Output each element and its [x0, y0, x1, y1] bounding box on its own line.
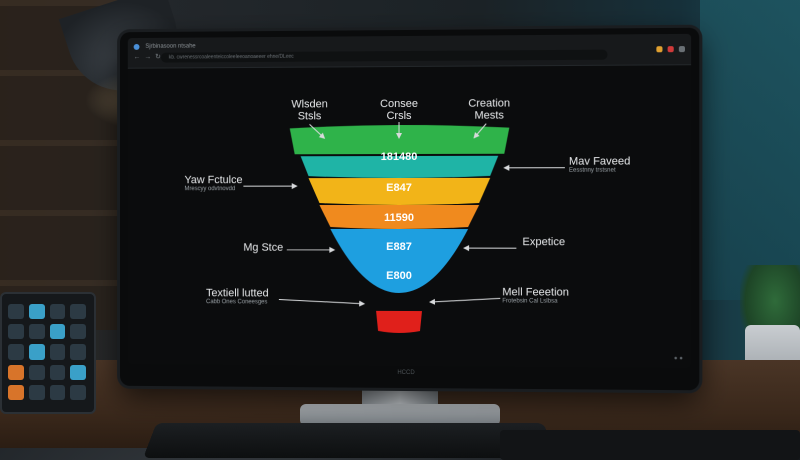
address-bar[interactable]: kb. cwrenessrcoaleenteiccoleeleeoanoaeee… [161, 50, 607, 63]
tablet-device [0, 292, 96, 414]
stage-value-1: 181480 [349, 151, 449, 163]
stage-value-2: E847 [349, 182, 449, 194]
callout-arrow-8 [279, 299, 364, 303]
keyboard [143, 423, 557, 458]
screen-corner-dots: ● ● [674, 356, 683, 362]
extension-icon[interactable] [656, 46, 662, 52]
browser-toolbar: Sjrbinasoon ntsahe ← → ↻ kb. cwrenessrco… [128, 34, 691, 69]
stage-value-3: 11590 [349, 212, 449, 224]
tablet-app-grid [8, 304, 86, 400]
menu-icon[interactable] [679, 46, 685, 52]
monitor-screen: Sjrbinasoon ntsahe ← → ↻ kb. cwrenessrco… [128, 34, 691, 368]
left-callout-3: Textiell lutted Cabb Ones Coneesges [206, 287, 269, 306]
window-curtain [700, 0, 800, 300]
left-callout-1: Yaw Fctulce Mrescyy odvtnovdd [184, 174, 242, 193]
right-callout-2: Expetice [522, 236, 565, 248]
tab-title: Sjrbinasoon ntsahe [145, 44, 195, 50]
record-icon[interactable] [668, 46, 674, 52]
browser-tab[interactable]: Sjrbinasoon ntsahe [134, 41, 196, 53]
back-icon[interactable]: ← [134, 53, 141, 63]
funnel-stage-1 [290, 125, 510, 155]
window-controls [656, 46, 685, 52]
nav-controls: ← → ↻ [134, 53, 161, 63]
callout-arrow-9 [430, 298, 500, 302]
right-callout-3: Mell Feeetion Frotebsin Cal Lslbsa [502, 286, 569, 305]
funnel-stage-5 [330, 229, 468, 293]
right-callout-1: Mav Faveed Eesstnny trstsnet [569, 155, 630, 174]
funnel-stage-6 [376, 311, 422, 333]
keyboard-extension [500, 430, 800, 460]
forward-icon[interactable]: → [144, 53, 151, 63]
monitor: Sjrbinasoon ntsahe ← → ↻ kb. cwrenessrco… [120, 28, 699, 391]
stage-value-5: E800 [349, 270, 449, 282]
monitor-brand: HCCD [120, 368, 699, 378]
favicon-icon [134, 44, 140, 50]
stage-value-4: E887 [349, 241, 449, 253]
left-callout-2: Mg Stce [243, 242, 283, 254]
